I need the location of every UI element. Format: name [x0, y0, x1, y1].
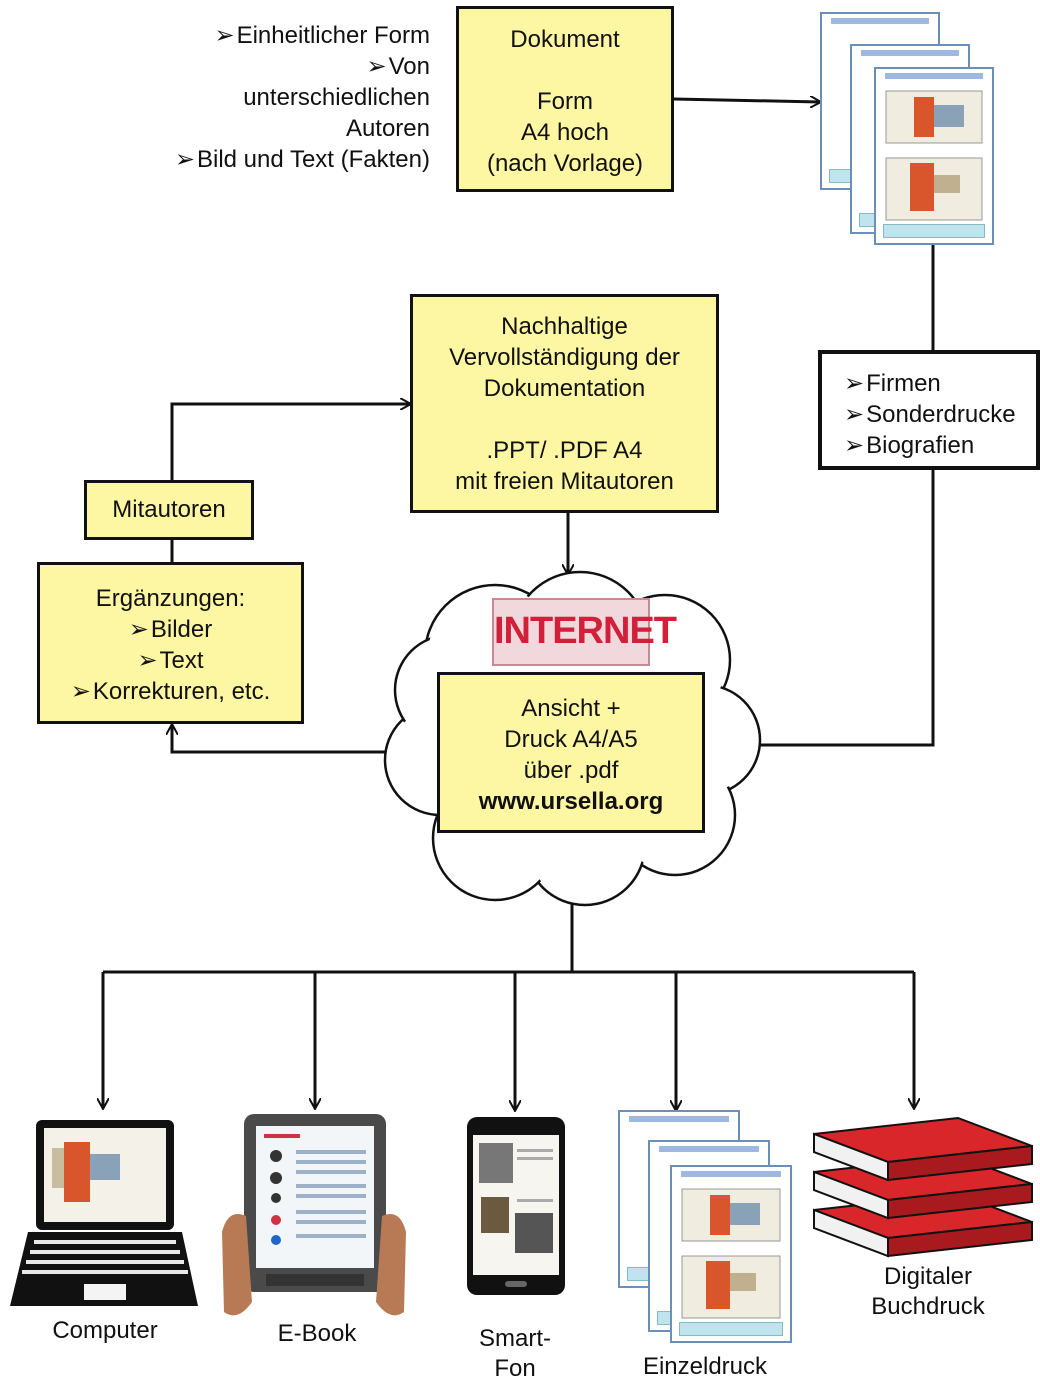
smartfon-label: Smart- Fon — [479, 1325, 551, 1382]
firmen-item: Firmen — [844, 368, 1036, 399]
ergaenzungen-box: Ergänzungen: Bilder Text Korrekturen, et… — [37, 562, 304, 724]
dokument-vorlage: (nach Vorlage) — [486, 150, 644, 177]
internet-label: INTERNET — [494, 610, 677, 652]
dokument-form: Form — [537, 88, 593, 115]
laptop-icon — [10, 1120, 198, 1306]
ergaenzungen-text: Text — [40, 645, 301, 676]
firmen-box: Firmen Sonderdrucke Biografien — [818, 350, 1040, 470]
note-autoren: Autoren — [345, 115, 430, 142]
internet-label-box: INTERNET — [492, 598, 677, 666]
engine-drawing-icon — [885, 90, 983, 221]
computer-label: Computer — [52, 1317, 158, 1344]
arrow-internet-to-ergaenzungen — [172, 725, 398, 754]
nachhaltige-box: Nachhaltige Vervollständigung der Dokume… — [410, 294, 719, 513]
ergaenzungen-bilder: Bilder — [40, 614, 301, 645]
smartphone-icon — [467, 1117, 565, 1295]
arrow-firmen-to-internet — [742, 470, 935, 745]
top-notes: Einheitlicher Form Von unterschiedlichen… — [150, 20, 430, 175]
nachhaltige-line-6: mit freien Mitautoren — [455, 468, 674, 495]
dokument-box: Dokument Form A4 hoch (nach Vorlage) — [456, 6, 674, 192]
note-bild-text: Bild und Text (Fakten) — [150, 144, 430, 175]
ansicht-box: Ansicht + Druck A4/A5 über .pdf www.urse… — [437, 672, 705, 833]
dokument-title: Dokument — [510, 26, 620, 53]
ansicht-line-1: Ansicht + — [521, 695, 621, 722]
print-page-3 — [670, 1165, 792, 1343]
print-drawing-icon — [681, 1188, 781, 1319]
ebook-icon — [222, 1114, 406, 1316]
document-stack-bottom — [618, 1110, 793, 1345]
digital-label: Digitaler Buchdruck — [871, 1263, 985, 1320]
note-von: Von — [150, 51, 430, 82]
doc-page-3 — [874, 67, 994, 245]
mitautoren-label: Mitautoren — [112, 496, 226, 523]
ergaenzungen-korrekturen: Korrekturen, etc. — [40, 676, 301, 707]
biografien-item: Biografien — [844, 430, 1036, 461]
ansicht-line-3: über .pdf — [523, 757, 619, 784]
books-icon — [813, 1116, 1033, 1258]
nachhaltige-line-1: Nachhaltige — [501, 313, 628, 340]
ursella-url[interactable]: www.ursella.org — [478, 788, 664, 815]
nachhaltige-line-3: Dokumentation — [483, 375, 646, 402]
ansicht-line-2: Druck A4/A5 — [504, 726, 638, 753]
note-einheitlicher: Einheitlicher Form — [150, 20, 430, 51]
einzeldruck-label: Einzeldruck — [642, 1353, 768, 1380]
ebook-label: E-Book — [277, 1320, 357, 1347]
arrow-mitautoren-to-nachhaltige — [170, 404, 410, 480]
sonderdrucke-item: Sonderdrucke — [844, 399, 1036, 430]
ergaenzungen-title: Ergänzungen: — [95, 585, 246, 612]
dokument-a4: A4 hoch — [520, 119, 610, 146]
document-stack-top — [820, 12, 995, 247]
nachhaltige-line-5: .PPT/ .PDF A4 — [486, 437, 643, 464]
note-unterschiedlichen: unterschiedlichen — [243, 84, 430, 111]
nachhaltige-line-2: Vervollständigung der — [449, 344, 680, 371]
mitautoren-box: Mitautoren — [84, 480, 254, 540]
arrow-dokument-to-stack — [673, 99, 820, 102]
